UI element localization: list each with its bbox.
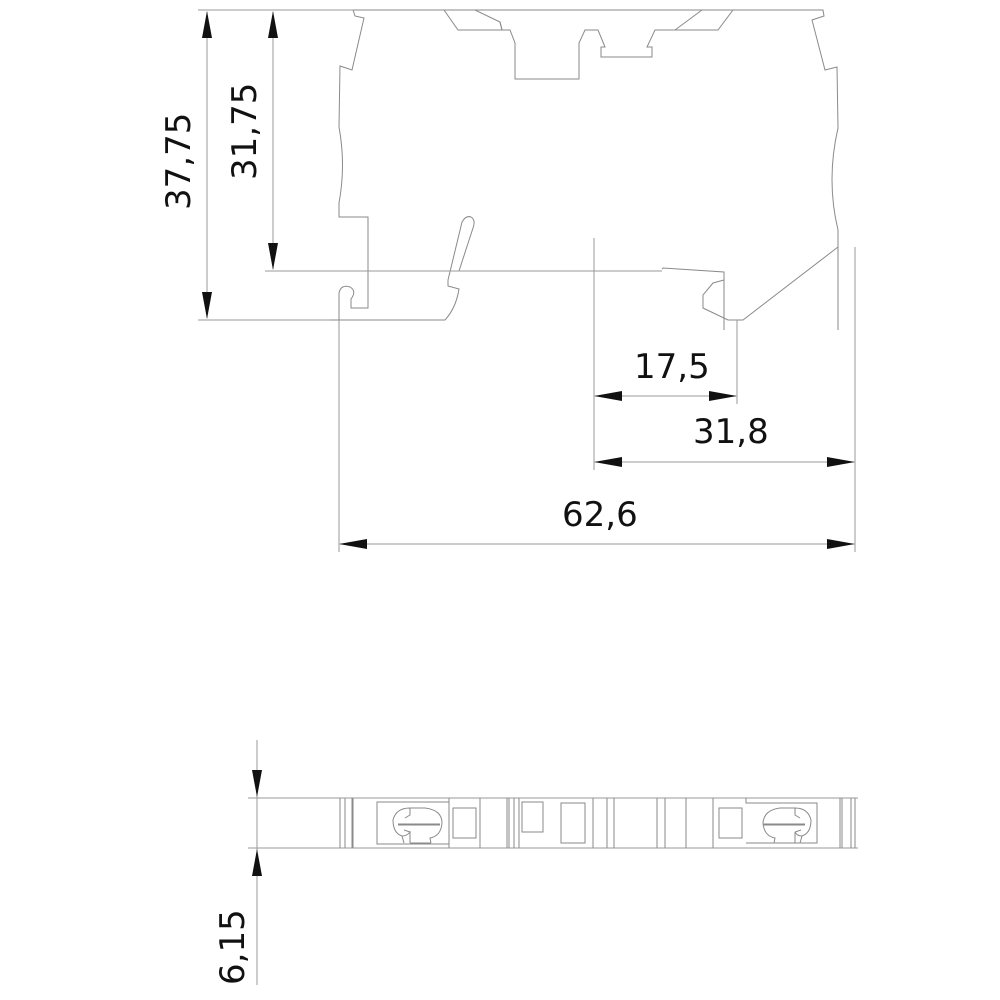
left-clamp-window bbox=[376, 801, 449, 845]
right-screw-icon bbox=[762, 807, 812, 844]
arrow-up-icon bbox=[268, 11, 278, 38]
arrow-down-icon bbox=[252, 770, 262, 797]
dim-width: 6,15 bbox=[213, 909, 253, 985]
arrow-right-icon bbox=[827, 457, 855, 467]
arrow-up-icon bbox=[252, 849, 262, 876]
arrow-up-icon bbox=[202, 11, 212, 38]
side-view bbox=[265, 9, 839, 330]
rail-hook bbox=[702, 246, 839, 321]
release-slot bbox=[447, 216, 475, 281]
right-latch bbox=[673, 9, 703, 31]
center-wire-opening-left bbox=[521, 801, 544, 833]
right-wire-opening bbox=[718, 807, 743, 839]
dim-overall-length: 62,6 bbox=[562, 495, 638, 535]
arrow-down-icon bbox=[268, 243, 278, 270]
side-view-dimensions: 37,75 31,75 17,5 31,8 62,6 bbox=[159, 9, 856, 552]
arrow-right-icon bbox=[827, 539, 855, 549]
left-screw-icon bbox=[392, 807, 443, 844]
dim-offset-31-8: 31,8 bbox=[693, 412, 769, 452]
arrow-down-icon bbox=[202, 292, 212, 319]
dim-rail-height: 31,75 bbox=[225, 83, 265, 180]
side-view-outline bbox=[353, 9, 503, 31]
center-wire-opening-right bbox=[560, 802, 586, 844]
dim-overall-height: 37,75 bbox=[159, 113, 199, 210]
arrow-left-icon bbox=[339, 539, 367, 549]
arrow-right-icon bbox=[709, 391, 737, 401]
dim-offset-17-5: 17,5 bbox=[634, 347, 710, 387]
bottom-foot bbox=[330, 280, 460, 321]
left-latch-edge bbox=[499, 21, 503, 31]
top-view bbox=[248, 797, 858, 849]
side-view-top-profile bbox=[444, 9, 839, 330]
arrow-left-icon bbox=[594, 391, 622, 401]
rail-step bbox=[661, 267, 725, 330]
left-wire-opening bbox=[452, 807, 477, 839]
top-view-dimensions: 6,15 bbox=[213, 740, 262, 985]
side-view-body bbox=[338, 9, 369, 330]
top-view-segments bbox=[339, 798, 856, 848]
right-clamp-window bbox=[745, 798, 818, 844]
arrow-left-icon bbox=[594, 457, 622, 467]
